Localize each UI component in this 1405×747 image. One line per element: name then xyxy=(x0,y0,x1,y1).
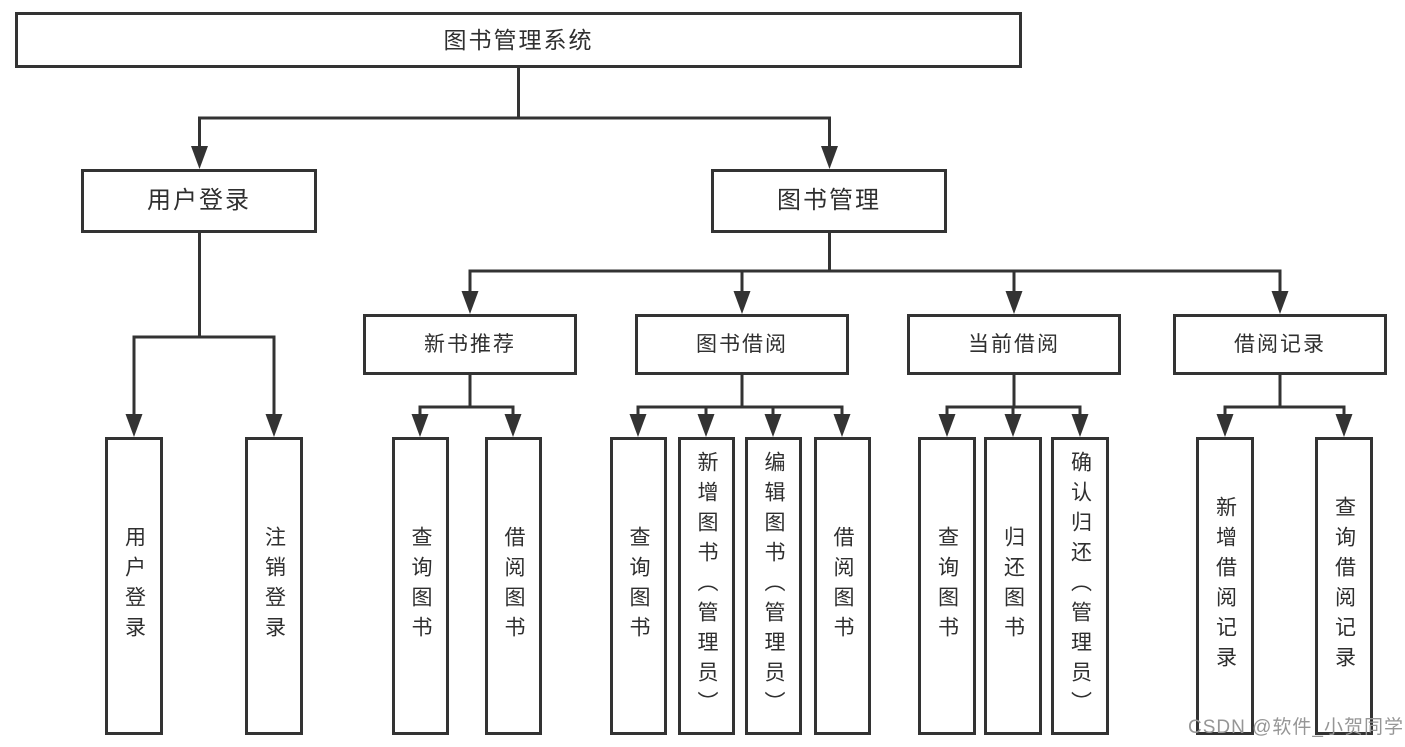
node-user-login: 用户登录 xyxy=(81,169,317,233)
leaf-confirm-return-admin: 确认归还（管理员） xyxy=(1051,437,1109,735)
node-borrow-records: 借阅记录 xyxy=(1173,314,1387,375)
leaf-add-borrow-record: 新增借阅记录 xyxy=(1196,437,1254,735)
node-new-book-recommend: 新书推荐 xyxy=(363,314,577,375)
node-current-borrow: 当前借阅 xyxy=(907,314,1121,375)
leaf-return-book: 归还图书 xyxy=(984,437,1042,735)
leaf-borrow-books: 借阅图书 xyxy=(814,437,871,735)
node-book-management: 图书管理 xyxy=(711,169,947,233)
leaf-query-books-borrow: 查询图书 xyxy=(610,437,667,735)
leaf-user-login: 用户登录 xyxy=(105,437,163,735)
leaf-add-book-admin: 新增图书（管理员） xyxy=(678,437,735,735)
leaf-edit-book-admin: 编辑图书（管理员） xyxy=(745,437,802,735)
leaf-borrow-books-recommend: 借阅图书 xyxy=(485,437,542,735)
leaf-logout-login: 注销登录 xyxy=(245,437,303,735)
arrowhead-icons xyxy=(125,146,1353,437)
node-book-borrow: 图书借阅 xyxy=(635,314,849,375)
leaf-query-books-current: 查询图书 xyxy=(918,437,976,735)
leaf-query-borrow-record: 查询借阅记录 xyxy=(1315,437,1373,735)
node-library-system: 图书管理系统 xyxy=(15,12,1022,68)
csdn-watermark: CSDN @软件_小贺同学 xyxy=(1188,717,1404,738)
leaf-query-books-recommend: 查询图书 xyxy=(392,437,449,735)
